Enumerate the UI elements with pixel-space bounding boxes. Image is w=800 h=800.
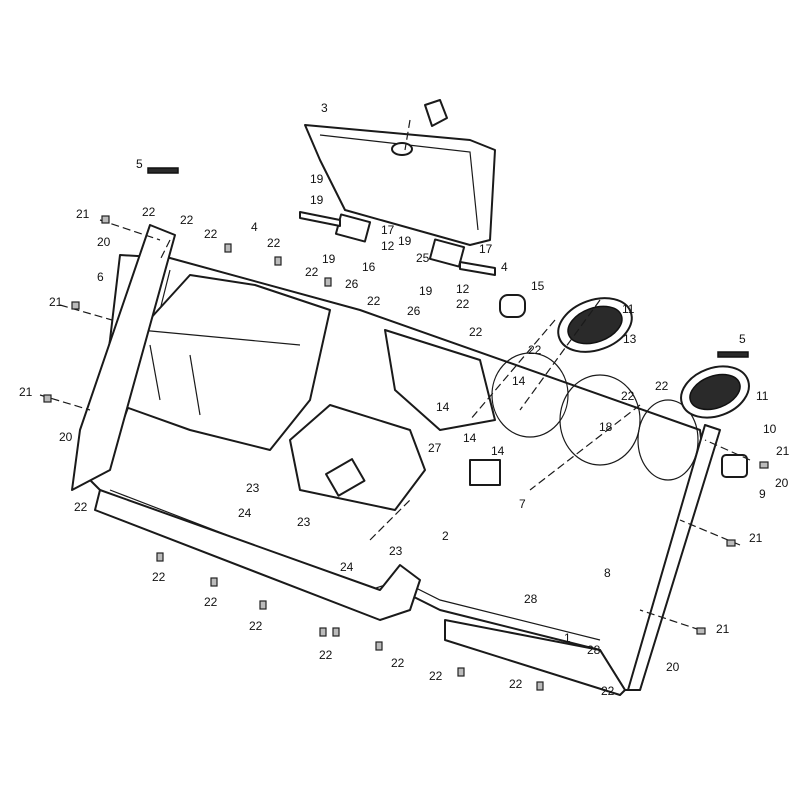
callout: 27	[428, 441, 442, 455]
callout: 26	[407, 304, 421, 318]
callout: 5	[136, 157, 143, 171]
callout: 19	[419, 284, 433, 298]
lower-trim-strip	[94, 489, 626, 696]
callout: 21	[19, 385, 33, 399]
callout: 24	[340, 560, 354, 574]
callout: 20	[666, 660, 680, 674]
callout: 22	[601, 684, 615, 698]
callout: 11	[622, 302, 635, 316]
callout: 20	[97, 235, 111, 249]
latch-knob	[424, 99, 448, 127]
callout: 15	[531, 279, 545, 293]
callout: 28	[524, 592, 538, 606]
callout: 19	[310, 172, 324, 186]
callout: 2	[442, 529, 449, 543]
callout: 22	[152, 570, 166, 584]
storage-bin	[114, 274, 331, 451]
callout: 21	[749, 531, 763, 545]
lower-bin	[289, 404, 426, 511]
callout: 11	[756, 389, 769, 403]
callout: 22	[391, 656, 405, 670]
callout: 22	[509, 677, 523, 691]
callout: 22	[305, 265, 319, 279]
callout: 25	[416, 251, 430, 265]
callout: 9	[759, 487, 766, 501]
callout-labels: 3 5 21 22 22 20 22 19 19 4 17 12 19 22 2…	[19, 101, 790, 698]
callout: 22	[528, 343, 542, 357]
callout: 12	[456, 282, 470, 296]
clips	[43, 215, 769, 691]
callout: 14	[512, 374, 526, 388]
callout: 28	[587, 643, 601, 657]
glovebox-lid	[304, 124, 496, 246]
callout: 20	[59, 430, 73, 444]
callout: 19	[310, 193, 324, 207]
callout: 4	[251, 220, 258, 234]
callout: 5	[739, 332, 746, 346]
left-side-trim	[71, 224, 176, 491]
callout: 8	[604, 566, 611, 580]
callout: 14	[463, 431, 477, 445]
callout: 24	[238, 506, 252, 520]
callout: 4	[501, 260, 508, 274]
callout: 10	[763, 422, 777, 436]
callout: 14	[491, 444, 505, 458]
leader-lines	[39, 119, 751, 631]
callout: 22	[249, 619, 263, 633]
hinges	[299, 211, 496, 276]
callout: 22	[456, 297, 470, 311]
callout: 22	[319, 648, 333, 662]
callout: 17	[479, 242, 493, 256]
callout: 22	[367, 294, 381, 308]
speakers	[147, 167, 750, 419]
callout: 21	[716, 622, 730, 636]
callout: 22	[429, 669, 443, 683]
callout: 6	[97, 270, 104, 284]
callout: 26	[345, 277, 359, 291]
callout: 22	[204, 595, 218, 609]
callout: 12	[381, 239, 395, 253]
callout: 7	[519, 497, 526, 511]
callout: 21	[49, 295, 63, 309]
callout: 23	[246, 481, 260, 495]
callout: 3	[321, 101, 328, 115]
callout: 23	[389, 544, 403, 558]
misc-components	[469, 294, 748, 486]
callout: 14	[436, 400, 450, 414]
callout: 1	[564, 631, 571, 645]
callout: 22	[142, 205, 156, 219]
callout: 22	[204, 227, 218, 241]
callout: 17	[381, 223, 395, 237]
callout: 21	[76, 207, 90, 221]
callout: 22	[74, 500, 88, 514]
callout: 22	[180, 213, 194, 227]
callout: 18	[599, 420, 613, 434]
callout: 21	[776, 444, 790, 458]
callout: 23	[297, 515, 311, 529]
callout: 19	[398, 234, 412, 248]
callout: 16	[362, 260, 376, 274]
callout: 19	[322, 252, 336, 266]
callout: 22	[469, 325, 483, 339]
callout: 20	[775, 476, 789, 490]
right-side-trim	[627, 424, 721, 691]
callout: 22	[655, 379, 669, 393]
callout: 22	[267, 236, 281, 250]
callout: 13	[623, 332, 637, 346]
callout: 22	[621, 389, 635, 403]
